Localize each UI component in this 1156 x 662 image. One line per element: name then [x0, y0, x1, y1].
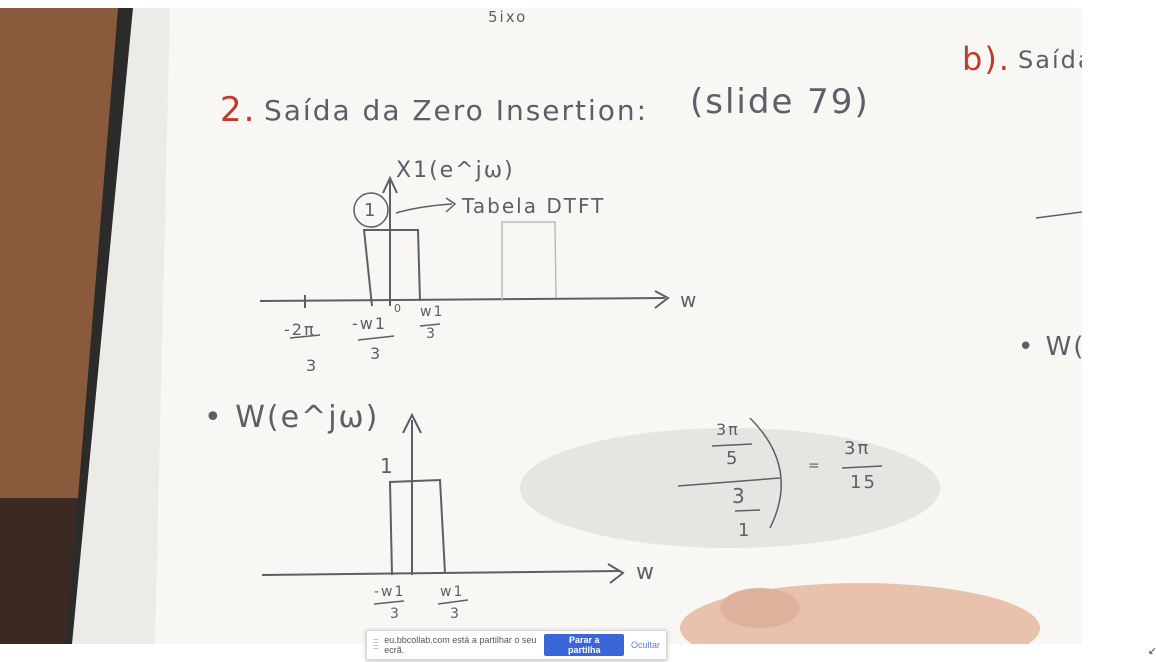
- fraction-equals: =: [808, 458, 822, 474]
- plot2-tick-left: -w1: [374, 584, 406, 600]
- right-edge-text: • W(e: [1018, 332, 1082, 362]
- plot1-rect: [362, 229, 421, 307]
- top-scribble: 5ixo: [488, 8, 528, 26]
- plot1-zero: 0: [394, 302, 403, 315]
- plot1-arrow-note: Tabela DTFT: [462, 194, 606, 218]
- hide-link[interactable]: Ocultar: [630, 640, 660, 650]
- plot1-tick-mid: -w1: [352, 314, 388, 333]
- plot2-x-axis: [261, 570, 621, 576]
- plot2-axis-label: w: [636, 560, 656, 585]
- stop-sharing-button[interactable]: Parar a partilha: [544, 634, 624, 656]
- plot1-tick-right-den: 3: [426, 326, 437, 342]
- plot2-rect: [388, 478, 446, 576]
- fraction-denominator: 5: [726, 448, 740, 469]
- slide-reference: (slide 79): [690, 82, 870, 122]
- plot2-tick-right-den: 3: [450, 606, 461, 622]
- plot1-tick-right: w1: [420, 304, 445, 320]
- plot1-y-label: X1(e^jω): [396, 158, 515, 183]
- plot2-peak-label: 1: [380, 454, 395, 478]
- heading-number: 2.: [220, 90, 257, 130]
- plot1-faint-rect: [501, 221, 557, 301]
- plot1-axis-label: w: [680, 288, 699, 312]
- side-heading: Saída: [1018, 46, 1082, 74]
- plot1-tick-left: -2π: [284, 320, 316, 339]
- fraction-numerator: 3π: [716, 420, 740, 439]
- notebook-photo-drawing: [0, 8, 1082, 644]
- plot1-x-axis: [259, 297, 666, 302]
- screen-share-notification: eu.bbcollab.com está a partilhar o seu e…: [366, 630, 667, 660]
- side-heading-number: b).: [962, 40, 1011, 78]
- collapse-arrow-icon[interactable]: ↙: [1148, 646, 1156, 657]
- plot2-y-label: • W(e^jω): [204, 400, 380, 435]
- share-message: eu.bbcollab.com está a partilhar o seu e…: [384, 635, 537, 655]
- fraction-outer-denominator: 3: [732, 484, 747, 508]
- plot1-tick-mid-den: 3: [370, 344, 383, 363]
- plot1-peak-label: 1: [364, 200, 378, 221]
- drag-handle-icon[interactable]: [373, 639, 379, 651]
- fraction-last: 1: [738, 520, 752, 541]
- shadow: [520, 428, 940, 548]
- fraction-result-denominator: 15: [850, 472, 877, 493]
- shared-screen-photo: 5ixo 2. Saída da Zero Insertion: (slide …: [0, 8, 1082, 644]
- page-heading: Saída da Zero Insertion:: [264, 94, 649, 127]
- plot2-tick-left-den: 3: [390, 606, 401, 622]
- plot1-tick-left-den: 3: [306, 356, 319, 375]
- plot2-tick-right: w1: [440, 584, 465, 600]
- fraction-result-numerator: 3π: [844, 438, 871, 459]
- page-stack: [72, 8, 180, 644]
